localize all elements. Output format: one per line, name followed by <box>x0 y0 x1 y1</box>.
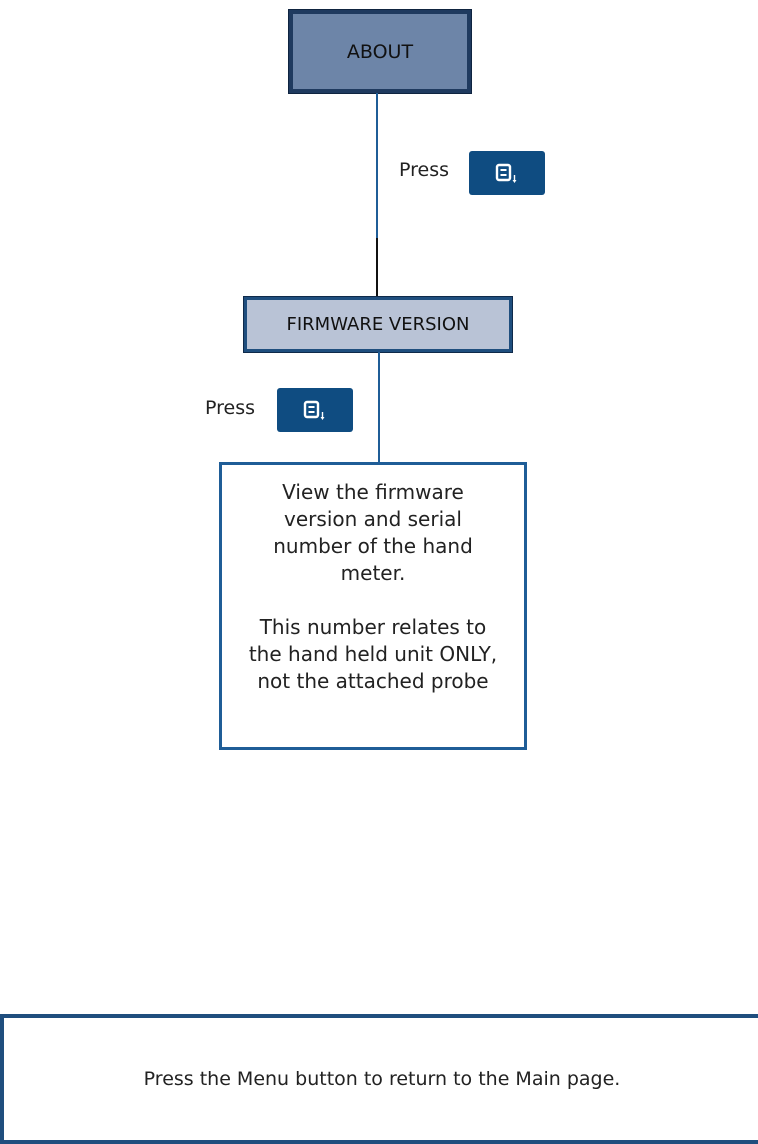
connector-firmware <box>378 352 380 462</box>
menu-down-icon <box>303 400 325 420</box>
about-node: ABOUT <box>288 9 472 94</box>
press-label-step-2: Press <box>205 397 256 419</box>
firmware-version-node-label: FIRMWARE VERSION <box>286 314 470 335</box>
firmware-description-box: View the firmware version and serial num… <box>219 462 527 750</box>
about-node-label: ABOUT <box>346 40 414 63</box>
connector-about-lower <box>376 238 378 297</box>
description-paragraph-2: This number relates to the hand held uni… <box>248 615 498 693</box>
connector-about-upper <box>376 93 378 238</box>
menu-down-button-step-2[interactable] <box>277 388 353 432</box>
menu-down-button-step-1[interactable] <box>469 151 545 195</box>
press-label-step-1: Press <box>399 159 450 181</box>
firmware-version-node: FIRMWARE VERSION <box>243 296 513 353</box>
menu-down-icon <box>495 163 517 183</box>
description-paragraph-1: View the firmware version and serial num… <box>273 480 473 585</box>
footer-instruction-box: Press the Menu button to return to the M… <box>0 1014 758 1144</box>
footer-instruction-text: Press the Menu button to return to the M… <box>143 1068 621 1090</box>
